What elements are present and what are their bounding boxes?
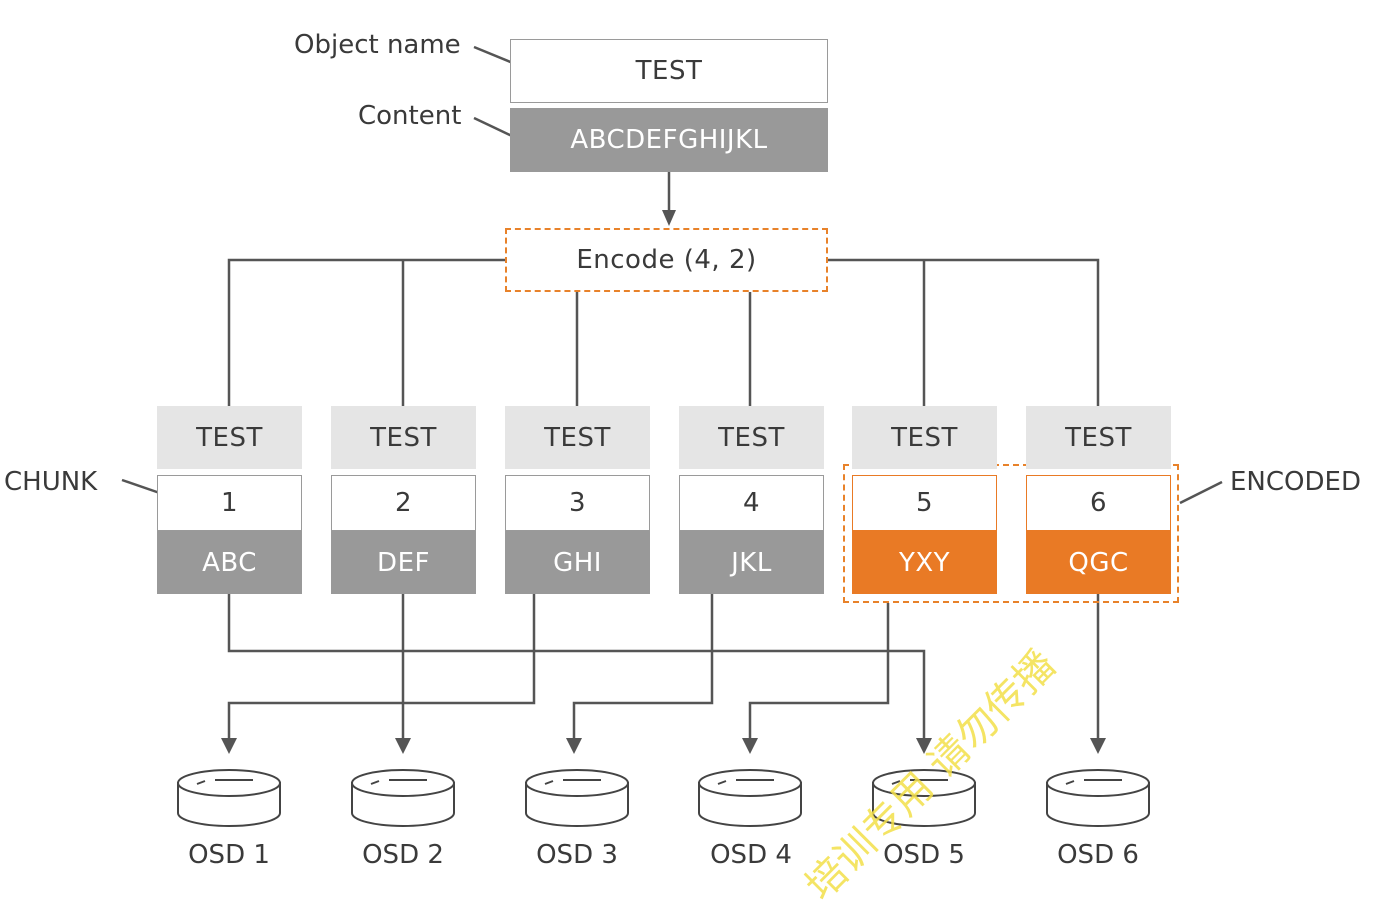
chunk-data: GHI bbox=[505, 531, 650, 594]
chunk-object-name: TEST bbox=[679, 406, 824, 469]
chunk-object-name: TEST bbox=[852, 406, 997, 469]
arrowheads bbox=[221, 738, 1106, 754]
chunk-label: CHUNK bbox=[4, 467, 98, 497]
chunk-object-name: TEST bbox=[331, 406, 476, 469]
encoded-chunks-frame bbox=[843, 464, 1179, 603]
chunk-object-name: TEST bbox=[157, 406, 302, 469]
osd-label-2: OSD 2 bbox=[362, 840, 444, 870]
chunk-object-name: TEST bbox=[1026, 406, 1171, 469]
chunk-id: 2 bbox=[331, 475, 476, 531]
chunk-id: 3 bbox=[505, 475, 650, 531]
disk-icon bbox=[525, 769, 629, 827]
disk-icon bbox=[177, 769, 281, 827]
encoded-leader bbox=[1179, 480, 1223, 505]
chunk-data: ABC bbox=[157, 531, 302, 594]
osd-label-6: OSD 6 bbox=[1057, 840, 1139, 870]
parity-chunk-data: YXY bbox=[852, 531, 997, 594]
encoded-label: ENCODED bbox=[1230, 467, 1361, 497]
chunk-1-to-osd-5-line bbox=[227, 594, 926, 738]
object-name-label: Object name bbox=[294, 30, 461, 60]
chunk-4-to-osd-3-line bbox=[572, 594, 714, 738]
connector-lines bbox=[121, 45, 1223, 827]
chunk-5-to-osd-4-line bbox=[748, 603, 890, 738]
parity-chunk-data: QGC bbox=[1026, 531, 1171, 594]
chunk-id: 4 bbox=[679, 475, 824, 531]
disk-icon bbox=[1046, 769, 1150, 827]
encode-box: Encode (4, 2) bbox=[505, 228, 828, 292]
osd-label-4: OSD 4 bbox=[710, 840, 792, 870]
osd-label-3: OSD 3 bbox=[536, 840, 618, 870]
disk-icon bbox=[872, 769, 976, 827]
chunk-id: 6 bbox=[1026, 475, 1171, 531]
erasure-coding-diagram: Object name TEST Content ABCDEFGHIJKL En… bbox=[4, 30, 1361, 910]
encode-to-chunk-6-line bbox=[828, 258, 1100, 406]
osd-label-1: OSD 1 bbox=[188, 840, 270, 870]
object-name-box: TEST bbox=[510, 39, 828, 103]
chunk-data: JKL bbox=[679, 531, 824, 594]
disk-icon bbox=[351, 769, 455, 827]
chunk-3-to-osd-1-line bbox=[227, 594, 536, 738]
osd-label-5: OSD 5 bbox=[883, 840, 965, 870]
chunk-data: DEF bbox=[331, 531, 476, 594]
encode-to-chunk-1-line bbox=[227, 258, 505, 406]
content-label: Content bbox=[358, 101, 462, 131]
chunk-id: 5 bbox=[852, 475, 997, 531]
chunk-id: 1 bbox=[157, 475, 302, 531]
disk-icon bbox=[698, 769, 802, 827]
content-leader bbox=[473, 116, 513, 138]
chunk-object-name: TEST bbox=[505, 406, 650, 469]
object-content-box: ABCDEFGHIJKL bbox=[510, 108, 828, 172]
